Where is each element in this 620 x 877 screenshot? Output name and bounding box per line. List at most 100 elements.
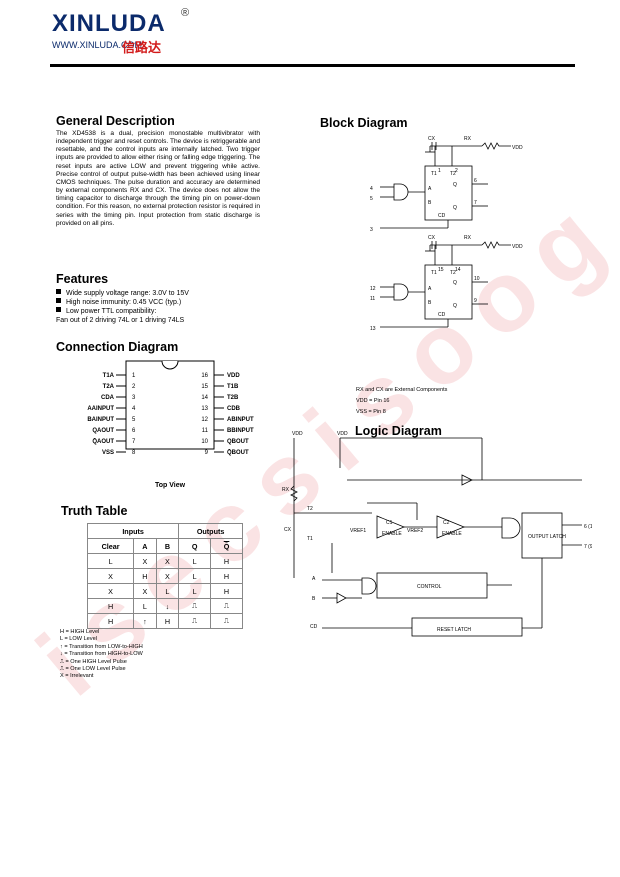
truth-cell: L	[133, 598, 157, 614]
block-notes: RX and CX are External Components VDD = …	[356, 385, 447, 418]
svg-text:13: 13	[370, 326, 376, 332]
header-rule	[50, 64, 575, 67]
col-header: B	[155, 538, 180, 554]
legend-item: L = LOW Level	[60, 636, 97, 643]
pin-number-right: 14	[201, 395, 208, 401]
website-text: WWW.XINLUDA.COM	[52, 40, 142, 50]
feature-fanout: Fan out of 2 driving 74L or 1 driving 74…	[56, 317, 185, 324]
connection-diagram-title: Connection Diagram	[56, 340, 179, 354]
pin-label-left: QAOUT	[92, 428, 114, 434]
svg-text:CX: CX	[284, 527, 292, 533]
col-header: A	[133, 538, 157, 554]
brand-logo: XINLUDA	[52, 10, 166, 37]
svg-text:T1: T1	[307, 536, 313, 542]
svg-text:VREF1: VREF1	[350, 528, 366, 534]
svg-text:T2: T2	[450, 270, 456, 276]
svg-text:1: 1	[438, 168, 441, 174]
pin-label-left: T1A	[103, 373, 115, 379]
pin-label-right: VDD	[227, 373, 240, 379]
svg-text:ENABLE: ENABLE	[382, 531, 402, 537]
svg-text:7: 7	[474, 200, 477, 206]
inputs-group-header: Inputs	[86, 523, 180, 539]
truth-cell: L	[86, 553, 135, 569]
svg-text:VREF2: VREF2	[407, 528, 423, 534]
pin-label-left: BAINPUT	[87, 417, 114, 423]
pin-label-right: T2B	[227, 395, 239, 401]
features-list: Wide supply voltage range: 3.0V to 15V H…	[56, 289, 286, 325]
pin-number-left: 2	[132, 384, 136, 390]
legend-item: ↑ = Transition from LOW-to-HIGH	[60, 643, 143, 650]
pin-number-left: 4	[132, 406, 136, 412]
pin-number-left: 7	[132, 439, 136, 445]
svg-text:12: 12	[370, 286, 376, 292]
svg-text:OUTPUT LATCH: OUTPUT LATCH	[528, 534, 566, 540]
svg-text:CD: CD	[310, 624, 318, 630]
pin-label-right: BBINPUT	[227, 428, 254, 434]
svg-text:Q: Q	[453, 205, 457, 211]
chinese-brand: 信路达	[122, 41, 162, 56]
pin-label-left: AAINPUT	[87, 406, 114, 412]
pin-number-right: 13	[201, 406, 208, 412]
svg-text:ENABLE: ENABLE	[442, 531, 462, 537]
svg-text:T2: T2	[450, 171, 456, 177]
svg-text:CONTROL: CONTROL	[417, 584, 442, 590]
svg-text:RESET LATCH: RESET LATCH	[437, 627, 471, 633]
general-description-text: The XD4538 is a dual, precision monostab…	[56, 130, 260, 227]
truth-row: H↑H⎍⎍	[86, 613, 243, 629]
legend-item: ⎍ = One LOW Level Pulse	[60, 666, 126, 673]
truth-cell: ↓	[155, 598, 180, 614]
svg-text:10: 10	[474, 276, 480, 282]
truth-cell: L	[178, 568, 212, 584]
truth-legend: H = HIGH Level L = LOW Level ↑ = Transit…	[60, 629, 220, 681]
legend-item: X = Irrelevant	[60, 673, 94, 680]
svg-text:3: 3	[370, 227, 373, 233]
svg-text:T1: T1	[431, 171, 437, 177]
pin-number-left: 1	[132, 373, 136, 379]
svg-text:14: 14	[455, 267, 461, 273]
svg-text:VDD: VDD	[512, 244, 523, 250]
truth-cell: H	[86, 613, 135, 629]
pin-number-right: 10	[201, 439, 208, 445]
pin-label-right: CDB	[227, 406, 241, 412]
pin-number-right: 16	[201, 373, 208, 379]
col-header: Q̄	[210, 538, 243, 554]
svg-text:7 (9): 7 (9)	[584, 544, 592, 550]
svg-text:2: 2	[455, 168, 458, 174]
pin-number-right: 11	[202, 428, 209, 434]
svg-text:VDD: VDD	[512, 145, 523, 151]
svg-text:CX: CX	[428, 136, 436, 142]
truth-cell: X	[133, 553, 157, 569]
truth-cell: ⎍	[178, 613, 212, 629]
block-diagram-title: Block Diagram	[320, 116, 408, 130]
truth-cell: H	[133, 568, 157, 584]
svg-text:6: 6	[474, 178, 477, 184]
svg-text:A: A	[428, 186, 432, 192]
truth-cell: X	[155, 553, 180, 569]
legend-item: ↓ = Transition from HIGH-to-LOW	[60, 651, 143, 658]
pin-label-right: ABINPUT	[227, 417, 254, 423]
svg-text:A: A	[312, 576, 316, 582]
truth-cell: L	[155, 583, 180, 599]
col-header: Clear	[86, 538, 135, 554]
truth-cell: ⎍	[210, 598, 243, 614]
pin-label-right: QBOUT	[227, 439, 249, 445]
features-title: Features	[56, 272, 109, 286]
legend-item: H = HIGH Level	[60, 629, 100, 635]
truth-cell: X	[86, 568, 135, 584]
svg-text:CD: CD	[438, 213, 446, 219]
svg-text:RX: RX	[464, 235, 472, 241]
svg-text:VDD: VDD	[337, 431, 348, 437]
svg-text:RX: RX	[282, 487, 290, 493]
pin-number-right: 15	[201, 384, 208, 390]
svg-text:9: 9	[474, 298, 477, 304]
truth-cell: ⎍	[210, 613, 243, 629]
svg-text:B: B	[428, 200, 432, 206]
truth-cell: L	[178, 553, 212, 569]
